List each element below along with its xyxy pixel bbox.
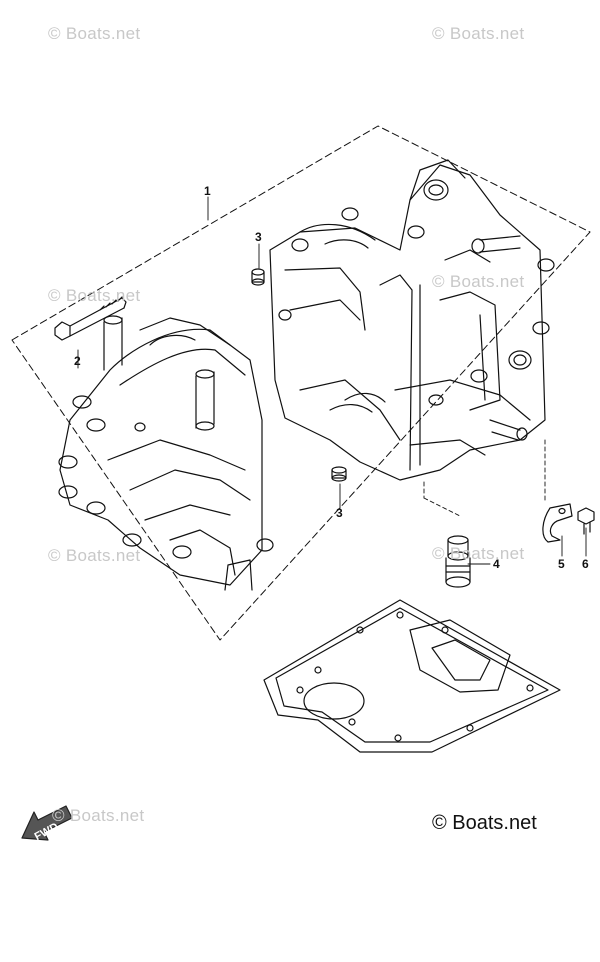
plug-fitting-4 [445, 535, 471, 588]
watermark: © Boats.net [48, 546, 141, 565]
watermark: © Boats.net [48, 24, 141, 43]
watermark: © Boats.net [52, 806, 145, 825]
leader-lines [77, 196, 587, 565]
callout-2: 2 [74, 354, 81, 368]
watermark: © Boats.net [432, 24, 525, 43]
assembly-outline [11, 125, 591, 641]
copyright-text: © Boats.net [432, 812, 537, 834]
watermark: © Boats.net [432, 544, 525, 563]
callout-3-lower: 3 [336, 506, 343, 520]
dowel-pin-upper [251, 268, 265, 286]
gasket [263, 599, 561, 753]
callout-1: 1 [204, 184, 211, 198]
dowel-pin-lower [331, 466, 347, 482]
watermark: © Boats.net [432, 272, 525, 291]
left-block-half [58, 315, 274, 591]
bolt-2 [54, 296, 127, 341]
callout-6: 6 [582, 557, 589, 571]
right-block-half [269, 159, 555, 481]
watermark: © Boats.net [48, 286, 141, 305]
clamp-5 [542, 503, 573, 543]
callout-4: 4 [493, 557, 500, 571]
callout-5: 5 [558, 557, 565, 571]
callout-3-upper: 3 [255, 230, 262, 244]
fwd-arrow-icon [21, 805, 73, 841]
screw-6 [577, 507, 595, 535]
